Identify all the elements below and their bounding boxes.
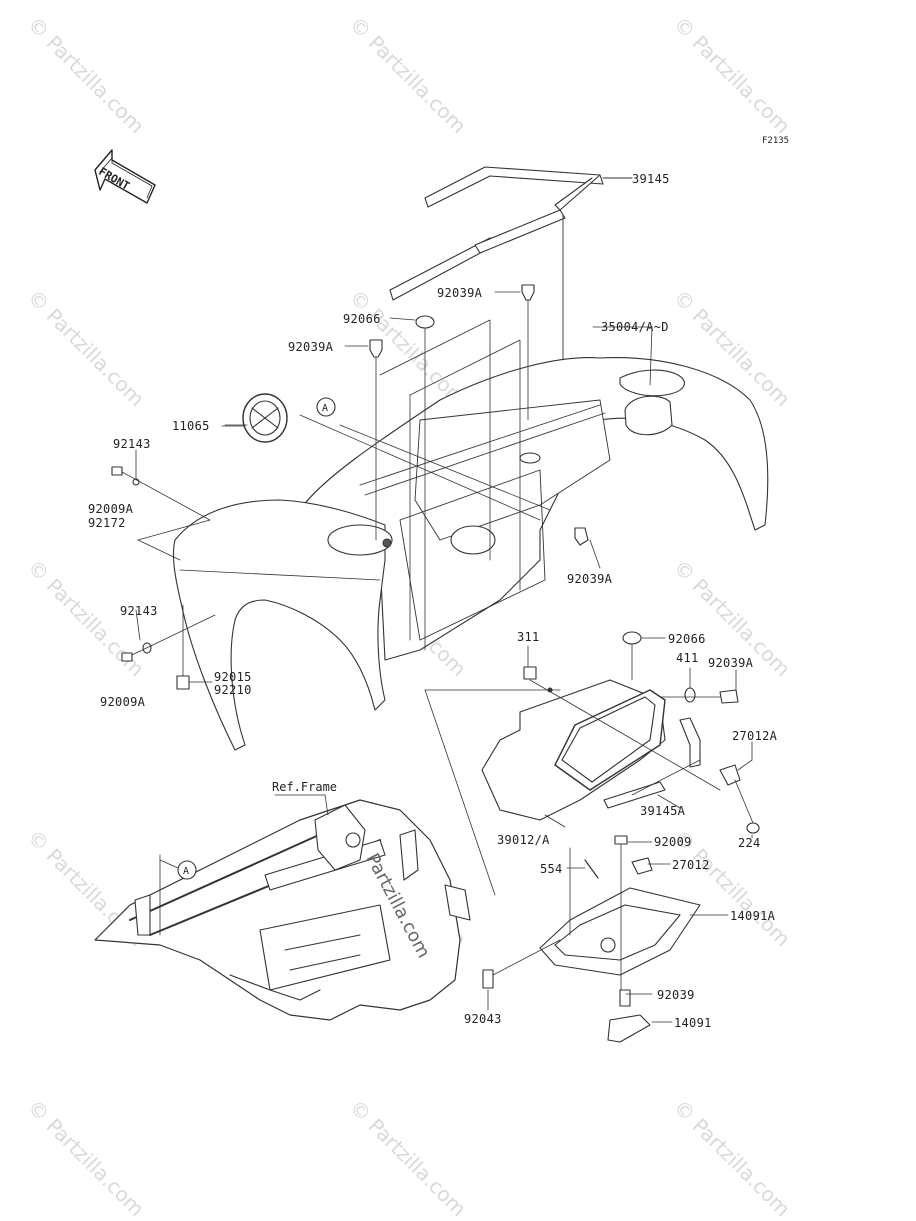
grommet-92066-top [415,315,435,651]
part-label-92015: 92015 [214,670,252,684]
cap-11065 [224,393,288,443]
part-label-92009a-top: 92009A [88,502,134,516]
part-label-311: 311 [517,630,540,644]
bolt-92009a-low [121,614,216,662]
part-label-35004: 35004/A~D [601,320,669,334]
marker-a-top-text: A [322,403,328,414]
front-fender [172,499,393,751]
part-label-39012a: 39012/A [497,833,550,847]
ref-frame-label: Ref.Frame [272,780,338,794]
frame-reference [94,794,471,1021]
part-label-14091a: 14091A [730,909,776,923]
part-label-92066-top: 92066 [343,312,381,326]
storage-box-39012 [481,679,666,821]
fastener-92039a-top [521,284,535,421]
part-label-27012a: 27012A [732,729,778,743]
fastener-92039a-right [659,689,739,704]
rear-fender-35004 [299,357,769,661]
part-label-92039a-left: 92039A [288,340,334,354]
assembly-guide-lines [137,319,551,641]
marker-a-bottom: A [159,859,197,880]
diagram-code: F2135 [762,136,790,146]
part-label-92039a-mid: 92039A [567,572,613,586]
box-guide-lines [424,679,721,896]
part-label-92039a-top: 92039A [437,286,483,300]
part-label-224: 224 [738,836,761,850]
part-label-39145: 39145 [632,172,670,186]
part-label-92009a-low: 92009A [100,695,146,709]
part-label-39145a: 39145A [640,804,686,818]
leader-lines [135,291,753,1023]
seal-strip-39145a [603,717,701,809]
part-label-27012: 27012 [672,858,710,872]
part-label-92039: 92039 [657,988,695,1002]
lid-14091a [539,835,729,1001]
part-label-11065: 11065 [172,419,210,433]
pin-92043 [482,939,561,989]
marker-a-bottom-text: A [183,866,189,877]
washer-411 [684,687,696,703]
part-label-92043: 92043 [464,1012,502,1026]
hinge-14091 [607,989,651,1043]
latch-27012a [719,764,760,834]
part-label-92009: 92009 [654,835,692,849]
grommet-92066-low [622,631,642,681]
part-label-411: 411 [676,651,699,665]
part-label-92039a-right: 92039A [708,656,754,670]
part-label-92066-low: 92066 [668,632,706,646]
part-label-92143-top: 92143 [113,437,151,451]
bolt-92009a-top [111,466,211,521]
front-arrow-icon [94,149,156,204]
part-label-92143-low: 92143 [120,604,158,618]
part-label-14091: 14091 [674,1016,712,1030]
nut-311 [523,666,537,680]
part-label-554: 554 [540,862,563,876]
marker-a-top: A [316,397,336,417]
part-label-92210: 92210 [214,683,252,697]
part-label-92172: 92172 [88,516,126,530]
fastener-92039a-mid [574,527,589,546]
clip-92015 [176,604,190,690]
